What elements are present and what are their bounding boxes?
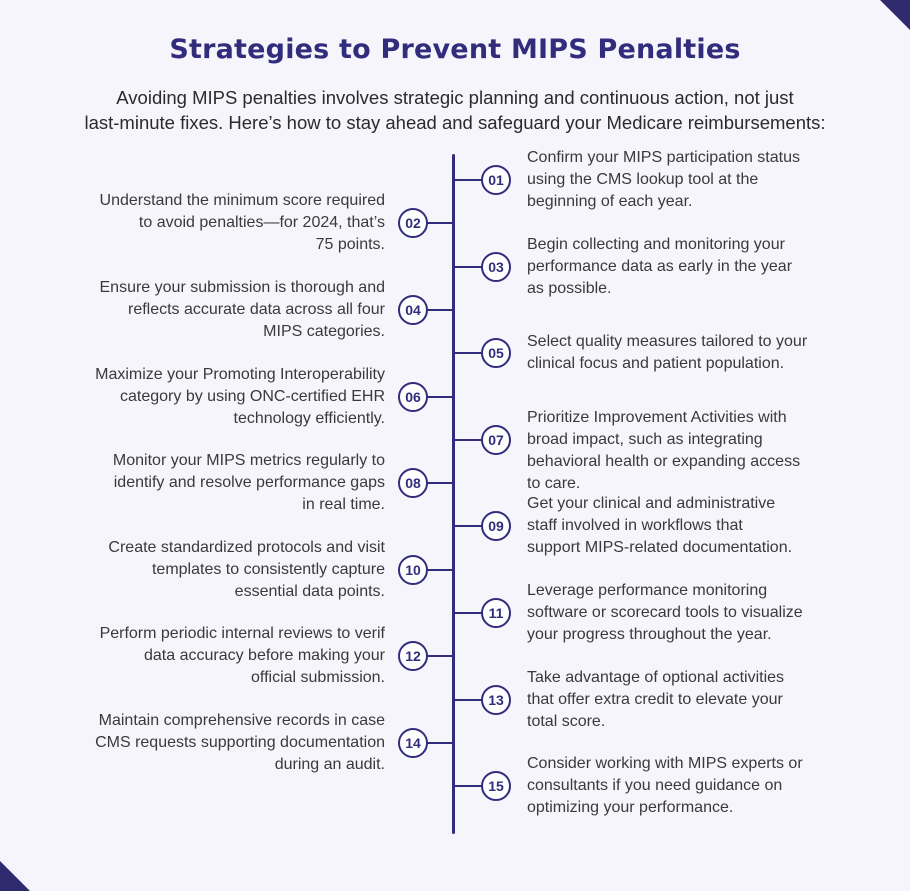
step-description-line: your progress throughout the year. <box>527 626 772 643</box>
step-description-line: software or scorecard tools to visualize <box>527 604 803 621</box>
step-description-line: Prioritize Improvement Activities with <box>527 408 787 426</box>
step-description-line: beginning of each year. <box>527 193 693 210</box>
step-description-line: Begin collecting and monitoring your <box>527 235 785 253</box>
step-description-line: essential data points. <box>234 582 385 600</box>
step-description: Leverage performance monitoring software … <box>527 580 872 646</box>
step-description-line: data accuracy before making your <box>143 647 385 665</box>
step-number-badge: 09 <box>481 511 511 542</box>
step-connector <box>424 568 452 571</box>
step-description-line: Create standardized protocols and visit <box>108 538 385 556</box>
step-description-line: performance data as early in the year <box>527 257 793 275</box>
step-connector <box>424 741 452 744</box>
step-description: Get your clinical and administrative staf… <box>527 493 872 559</box>
step-number-badge: 12 <box>398 641 428 672</box>
step-number-badge: 07 <box>481 424 511 455</box>
step-number-badge: 14 <box>398 727 428 758</box>
step-description: Select quality measures tailored to your… <box>527 331 872 375</box>
step-description: Create standardized protocols and visit t… <box>30 537 385 603</box>
step-description-line: Confirm your MIPS participation status <box>527 149 800 166</box>
step-description-line: Understand the minimum score required <box>99 192 385 210</box>
step-description-line: behavioral health or expanding access <box>527 452 801 470</box>
intro-line: last-minute fixes. Here’s how to stay ah… <box>84 112 826 133</box>
step-description-line: Take advantage of optional activities <box>527 668 785 686</box>
step-connector <box>455 352 483 355</box>
step-description-line: Maintain comprehensive records in case <box>98 711 385 729</box>
step-description-line: reflects accurate data across all four <box>127 300 385 318</box>
step-description-line: Get your clinical and administrative <box>527 495 776 513</box>
step-description-line: CMS requests supporting documentation <box>95 733 385 751</box>
step-number-badge: 05 <box>481 338 511 369</box>
step-description-line: staff involved in workflows that <box>527 517 743 535</box>
corner-decoration-bottom-left <box>0 861 30 891</box>
intro-line: Avoiding MIPS penalties involves strateg… <box>116 87 794 108</box>
step-description-line: templates to consistently capture <box>151 560 385 578</box>
step-description: Confirm your MIPS participation status us… <box>527 147 872 213</box>
step-description: Take advantage of optional activities tha… <box>527 667 872 733</box>
step-description-line: in real time. <box>302 496 385 514</box>
step-description-line: Ensure your submission is thorough and <box>99 278 386 296</box>
step-description-line: Leverage performance monitoring <box>527 582 768 599</box>
step-description-line: clinical focus and patient population. <box>527 355 785 373</box>
step-connector <box>424 395 452 398</box>
step-connector <box>455 785 483 788</box>
step-description-line: Monitor your MIPS metrics regularly to <box>112 452 385 470</box>
step-number-badge: 10 <box>398 554 428 585</box>
step-number-badge: 03 <box>481 251 511 282</box>
step-description-line: Maximize your Promoting Interoperability <box>95 365 385 383</box>
step-number-badge: 04 <box>398 294 428 325</box>
step-description-line: using the CMS lookup tool at the <box>527 171 759 188</box>
step-number-badge: 11 <box>481 598 511 628</box>
step-description: Prioritize Improvement Activities with br… <box>527 407 872 495</box>
step-number-badge: 13 <box>481 684 511 715</box>
step-description-line: total score. <box>527 712 606 730</box>
step-description: Consider working with MIPS experts or con… <box>527 753 872 819</box>
step-connector <box>455 698 483 701</box>
step-connector <box>455 612 483 614</box>
page-title: Strategies to Prevent MIPS Penalties <box>169 34 741 65</box>
step-number-badge: 02 <box>398 208 428 239</box>
step-description-line: support MIPS-related documentation. <box>527 539 793 557</box>
step-description: Understand the minimum score required to … <box>30 190 385 256</box>
step-description: Monitor your MIPS metrics regularly to id… <box>30 450 385 516</box>
intro-text: Avoiding MIPS penalties involves strateg… <box>20 85 890 135</box>
step-connector <box>424 222 452 225</box>
step-description-line: Perform periodic internal reviews to ver… <box>99 625 385 643</box>
step-description-line: Consider working with MIPS experts or <box>527 755 803 773</box>
step-description-line: Select quality measures tailored to your <box>527 333 808 351</box>
step-description-line: broad impact, such as integrating <box>527 430 763 448</box>
step-description-line: technology efficiently. <box>233 409 386 427</box>
step-description-line: MIPS categories. <box>263 322 385 340</box>
step-description-line: 75 points. <box>315 236 385 254</box>
step-description-line: to care. <box>527 474 581 492</box>
step-connector <box>455 265 483 268</box>
step-number-badge: 01 <box>481 165 511 195</box>
step-description-line: category by using ONC-certified EHR <box>120 387 385 405</box>
step-description-line: to avoid penalties—for 2024, that’s <box>138 214 385 232</box>
step-description-line: as possible. <box>527 279 612 297</box>
step-connector <box>455 179 483 181</box>
step-connector <box>424 482 452 485</box>
corner-decoration-top-right <box>880 0 910 30</box>
step-description-line: consultants if you need guidance on <box>527 777 783 795</box>
step-description: Begin collecting and monitoring your perf… <box>527 234 872 300</box>
step-connector <box>455 438 483 441</box>
step-connector <box>455 525 483 528</box>
step-description-line: identify and resolve performance gaps <box>113 474 385 492</box>
step-description-line: optimizing your performance. <box>527 799 734 817</box>
step-description: Ensure your submission is thorough and re… <box>30 277 386 343</box>
step-connector <box>424 308 452 311</box>
step-description-line: official submission. <box>251 669 385 687</box>
step-description: Maximize your Promoting Interoperability… <box>30 364 385 430</box>
step-description-line: during an audit. <box>274 755 385 773</box>
step-connector <box>424 655 452 658</box>
step-number-badge: 15 <box>481 771 511 802</box>
step-description-line: that offer extra credit to elevate your <box>527 690 783 708</box>
timeline-axis <box>452 154 455 834</box>
step-description: Perform periodic internal reviews to ver… <box>30 623 385 689</box>
step-number-badge: 06 <box>398 381 428 412</box>
step-number-badge: 08 <box>398 468 428 499</box>
